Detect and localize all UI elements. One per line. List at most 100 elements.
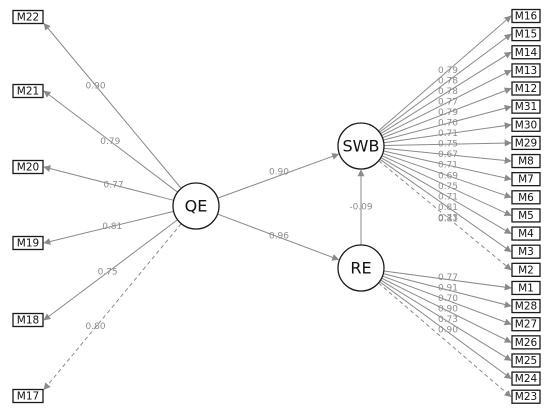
qe-path-m22 <box>43 22 182 189</box>
re-path-m27 <box>382 275 512 326</box>
coef-swb-m13: 0.77 <box>438 98 458 108</box>
indicator-m20: M20 <box>12 159 44 175</box>
indicator-m7: M7 <box>511 172 541 187</box>
coef-re-m24: 0.90 <box>438 326 458 336</box>
indicator-m16: M16 <box>511 8 541 24</box>
latent-qe-label: QE <box>185 197 208 216</box>
swb-path-m14 <box>380 51 512 135</box>
indicator-m6-label: M6 <box>518 192 534 204</box>
latent-re: RE <box>337 244 385 292</box>
coef-swb-m30: 0.71 <box>438 129 458 139</box>
coef-swb-m12: 0.79 <box>438 108 458 118</box>
indicator-m3-label: M3 <box>518 246 534 258</box>
coef-swb-m29: 0.75 <box>438 140 458 150</box>
swb-path-m30 <box>383 122 512 144</box>
qe-path-m20 <box>43 165 174 201</box>
swb-path-m15 <box>379 33 512 133</box>
swb-path-m6 <box>382 152 512 199</box>
coef-qe-m18: 0.75 <box>98 267 118 277</box>
indicator-m4-label: M4 <box>518 228 534 240</box>
coef-qe-swb: 0.90 <box>269 168 289 178</box>
qe-path-m18 <box>43 219 178 321</box>
coef-swb-m31: 0.70 <box>438 119 458 129</box>
indicator-m24: M24 <box>511 371 541 386</box>
indicator-m27-label: M27 <box>515 319 537 331</box>
indicator-m3: M3 <box>511 244 541 259</box>
re-path-m1 <box>383 270 512 291</box>
indicator-m5: M5 <box>511 208 541 223</box>
re-path-m26 <box>381 277 512 343</box>
indicator-m12-label: M12 <box>515 83 537 95</box>
qe-path-m17 <box>43 223 182 391</box>
indicator-m22-label: M22 <box>17 12 39 24</box>
structural-path-qe-swb <box>217 153 340 199</box>
swb-path-m7 <box>383 150 512 182</box>
coef-swb-m5: 0.75 <box>438 182 458 192</box>
indicator-m29-label: M29 <box>515 137 537 149</box>
indicator-m26-label: M26 <box>515 337 538 349</box>
indicator-m30: M30 <box>511 117 541 132</box>
coef-qe-re: 0.96 <box>269 232 289 242</box>
indicator-m12: M12 <box>511 81 541 96</box>
indicator-m5-label: M5 <box>518 210 534 222</box>
indicator-m20-label: M20 <box>17 162 39 174</box>
swb-path-m3 <box>379 158 512 253</box>
re-path-m24 <box>379 281 512 380</box>
swb-path-m31 <box>383 104 512 141</box>
indicator-m15-label: M15 <box>515 29 537 41</box>
coef-qe-m20: 0.77 <box>104 180 124 190</box>
indicator-m1-label: M1 <box>518 282 534 294</box>
indicator-m31-label: M31 <box>515 101 537 113</box>
indicator-m13: M13 <box>511 63 541 78</box>
swb-path-m4 <box>380 157 512 234</box>
swb-path-m29 <box>383 139 512 147</box>
coef-swb-extra: 0.81 <box>438 215 458 225</box>
indicator-m31: M31 <box>511 99 541 114</box>
swb-path-m16 <box>378 15 512 132</box>
indicator-m21: M21 <box>12 83 44 99</box>
swb-path-m13 <box>381 69 512 137</box>
paths-layer <box>43 15 512 398</box>
indicator-m18: M18 <box>12 312 44 328</box>
coef-re-m27: 0.70 <box>438 294 458 304</box>
indicator-m25: M25 <box>511 353 541 368</box>
coef-swb-m14: 0.78 <box>438 87 458 97</box>
re-path-m23 <box>378 282 512 398</box>
indicator-m23: M23 <box>511 389 541 404</box>
indicator-m28-label: M28 <box>515 301 537 313</box>
indicator-m17-label: M17 <box>17 391 39 403</box>
re-path-m28 <box>383 273 512 308</box>
coef-re-m26: 0.90 <box>438 305 458 315</box>
coef-qe-m17: 0.80 <box>86 322 106 332</box>
indicator-m14-label: M14 <box>515 47 538 59</box>
indicator-m17: M17 <box>12 388 44 404</box>
coef-swb-m2: 0.73 <box>438 213 458 223</box>
indicator-m1: M1 <box>511 280 541 296</box>
coef-re-swb: -0.09 <box>349 203 373 213</box>
indicator-m4: M4 <box>511 226 541 241</box>
indicator-m18-label: M18 <box>17 315 39 327</box>
indicator-m19-label: M19 <box>17 238 39 250</box>
structural-path-qe-re <box>217 213 340 261</box>
indicator-m25-label: M25 <box>515 355 537 367</box>
indicator-m13-label: M13 <box>515 65 537 77</box>
latent-re-label: RE <box>350 259 371 278</box>
latent-swb-label: SWB <box>343 137 380 156</box>
coef-re-m25: 0.73 <box>438 315 458 325</box>
coef-swb-m6: 0.69 <box>438 171 458 181</box>
coef-swb-m16: 0.79 <box>438 66 458 76</box>
qe-path-m19 <box>43 210 174 245</box>
indicator-m29: M29 <box>511 135 541 151</box>
coef-qe-m21: 0.79 <box>100 137 120 147</box>
indicator-m21-label: M21 <box>17 86 39 98</box>
coef-swb-m3: 0.81 <box>438 203 458 213</box>
coef-re-m28: 0.91 <box>438 284 458 294</box>
indicator-m24-label: M24 <box>515 373 538 385</box>
coefficient-labels-layer: 0.900.790.770.810.750.800.790.780.780.77… <box>86 66 459 336</box>
coef-swb-m7: 0.71 <box>438 161 458 171</box>
indicator-m7-label: M7 <box>518 174 534 186</box>
indicator-m27: M27 <box>511 317 541 332</box>
indicator-m8-label: M8 <box>518 156 534 168</box>
